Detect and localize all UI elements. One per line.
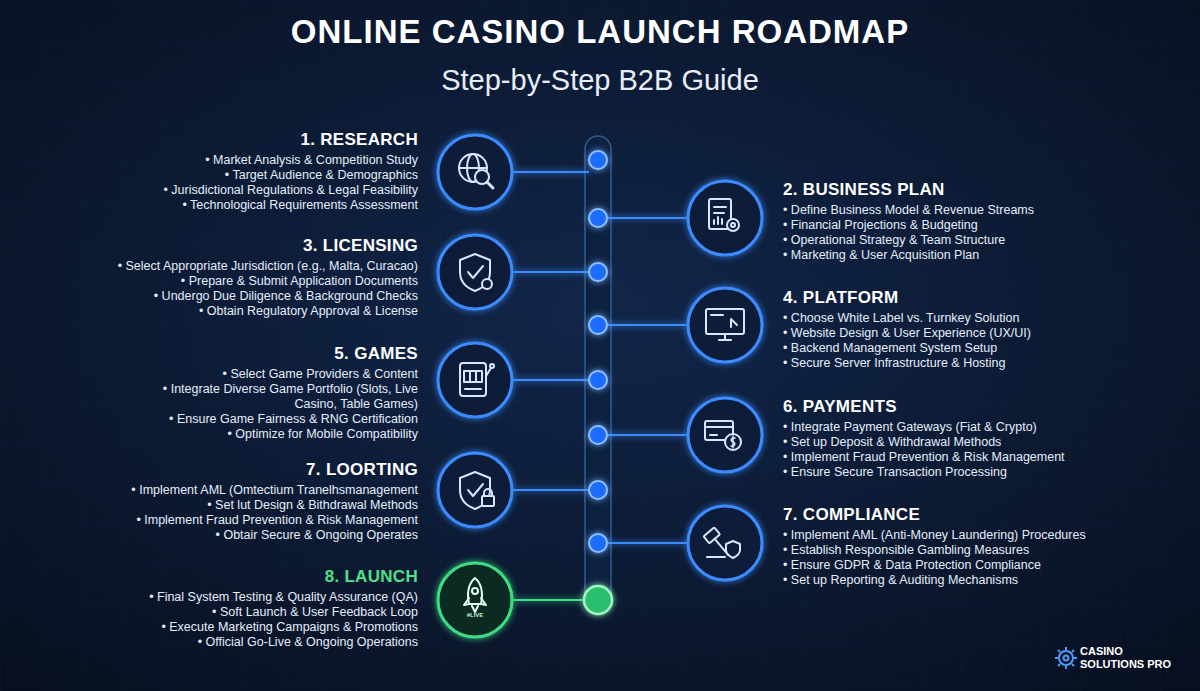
step-block: 8. LAUNCH • Final System Testing & Qualit… [18, 567, 418, 650]
shield-check-icon [460, 254, 492, 291]
step-bullet: • Select Appropriate Jurisdiction (e.g.,… [18, 259, 418, 274]
step-bullet: • Backend Management System Setup [783, 341, 1188, 356]
step-block: 2. BUSINESS PLAN • Define Business Model … [783, 180, 1188, 263]
step-bullet: • Final System Testing & Quality Assuran… [18, 590, 418, 605]
globe-icon [459, 154, 493, 188]
step-bullet: • Operational Strategy & Team Structure [783, 233, 1188, 248]
slot-machine-icon [460, 363, 494, 396]
card-coin-icon [705, 421, 741, 450]
step-block: 3. LICENSING • Select Appropriate Jurisdi… [18, 236, 418, 319]
step-heading: 8. LAUNCH [18, 567, 418, 587]
step-heading: 2. BUSINESS PLAN [783, 180, 1188, 200]
step-bullet: • Ensure Secure Transaction Processing [783, 465, 1188, 480]
icon-circles [438, 135, 762, 580]
step-heading: 7. COMPLIANCE [783, 505, 1188, 525]
step-bullet: • Set lut Design & Bithdrawal Methods [18, 498, 418, 513]
step-block: 1. RESEARCH • Market Analysis & Competiti… [18, 130, 418, 213]
step-bullet: • Ensure GDPR & Data Protection Complian… [783, 558, 1188, 573]
step-bullet: • Official Go-Live & Ongoing Operations [18, 635, 418, 650]
step-bullet: • Establish Responsible Gambling Measure… [783, 543, 1188, 558]
step-bullet: • Set up Deposit & Withdrawal Methods [783, 435, 1188, 450]
step-bullet: • Choose White Label vs. Turnkey Solutio… [783, 311, 1188, 326]
timeline-tube [585, 136, 611, 614]
step-bullet: • Technological Requirements Assessment [18, 198, 418, 213]
step-bullet: • Jurisdictional Regulations & Legal Fea… [18, 183, 418, 198]
step-bullet: • Implement AML (Omtectium Tranelhsmanag… [18, 483, 418, 498]
step-bullet: • Execute Marketing Campaigns & Promotio… [18, 620, 418, 635]
logo-gear [1055, 647, 1077, 669]
step-block: 4. PLATFORM • Choose White Label vs. Turn… [783, 288, 1188, 371]
document-icon [709, 199, 739, 231]
gavel-icon [704, 527, 740, 559]
live-badge: #LIVE [461, 611, 489, 619]
step-bullet: • Integrate Payment Gateways (Fiat & Cry… [783, 420, 1188, 435]
step-bullet: • Secure Server Infrastructure & Hosting [783, 356, 1188, 371]
timeline-dots [589, 151, 607, 552]
step-heading: 6. PAYMENTS [783, 397, 1188, 417]
timeline-connectors [513, 172, 687, 600]
step-bullet: • Obtain Regulatory Approval & License [18, 304, 418, 319]
launch-dot [584, 586, 612, 614]
logo-text: CASINO [1080, 645, 1190, 658]
step-heading: 5. GAMES [128, 344, 418, 364]
diagram-title: ONLINE CASINO LAUNCH ROADMAP [0, 12, 1200, 52]
monitor-icon [706, 309, 744, 340]
step-bullet: • Marketing & User Acquisition Plan [783, 248, 1188, 263]
step-bullet: • Obtair Secure & Ongoing Operates [18, 528, 418, 543]
step-bullet: • Set up Reporting & Auditing Mechanisms [783, 573, 1188, 588]
rocket-icon [464, 578, 486, 612]
step-block: 6. PAYMENTS • Integrate Payment Gateways … [783, 397, 1188, 480]
step-bullet: • Optimize for Mobile Compatibility [128, 427, 418, 442]
step-heading: 3. LICENSING [18, 236, 418, 256]
step-bullet: • Define Business Model & Revenue Stream… [783, 203, 1188, 218]
step-heading: 1. RESEARCH [18, 130, 418, 150]
step-bullet: • Target Audience & Demographics [18, 168, 418, 183]
shield-lock-icon [460, 472, 494, 509]
step-bullet: • Select Game Providers & Content [128, 367, 418, 382]
step-bullet: • Market Analysis & Competition Study [18, 153, 418, 168]
subtitle: Step-by-Step B2B Guide [0, 62, 1200, 98]
step-bullet: • Financial Projections & Budgeting [783, 218, 1188, 233]
step-bullet: • Implement Fraud Prevention & Risk Mana… [783, 450, 1188, 465]
step-bullet: • Ensure Game Fairness & RNG Certificati… [128, 412, 418, 427]
step-bullet: • Integrate Diverse Game Portfolio (Slot… [128, 382, 418, 412]
step-bullet: • Website Design & User Experience (UX/U… [783, 326, 1188, 341]
step-bullet: • Prepare & Submit Application Documents [18, 274, 418, 289]
step-block: 7. LOORTING • Implement AML (Omtectium Tr… [18, 460, 418, 543]
step-heading: 7. LOORTING [18, 460, 418, 480]
step-bullet: • Implement AML (Anti-Money Laundering) … [783, 528, 1188, 543]
logo-text: SOLUTIONS PRO [1080, 658, 1190, 671]
step-block: 5. GAMES • Select Game Providers & Conten… [128, 344, 418, 442]
step-bullet: • Undergo Due Diligence & Background Che… [18, 289, 418, 304]
launch-icon-circle [438, 563, 512, 637]
step-bullet: • Soft Launch & User Feedback Loop [18, 605, 418, 620]
step-heading: 4. PLATFORM [783, 288, 1188, 308]
step-bullet: • Implement Fraud Prevention & Risk Mana… [18, 513, 418, 528]
step-block: 7. COMPLIANCE • Implement AML (Anti-Money… [783, 505, 1188, 588]
